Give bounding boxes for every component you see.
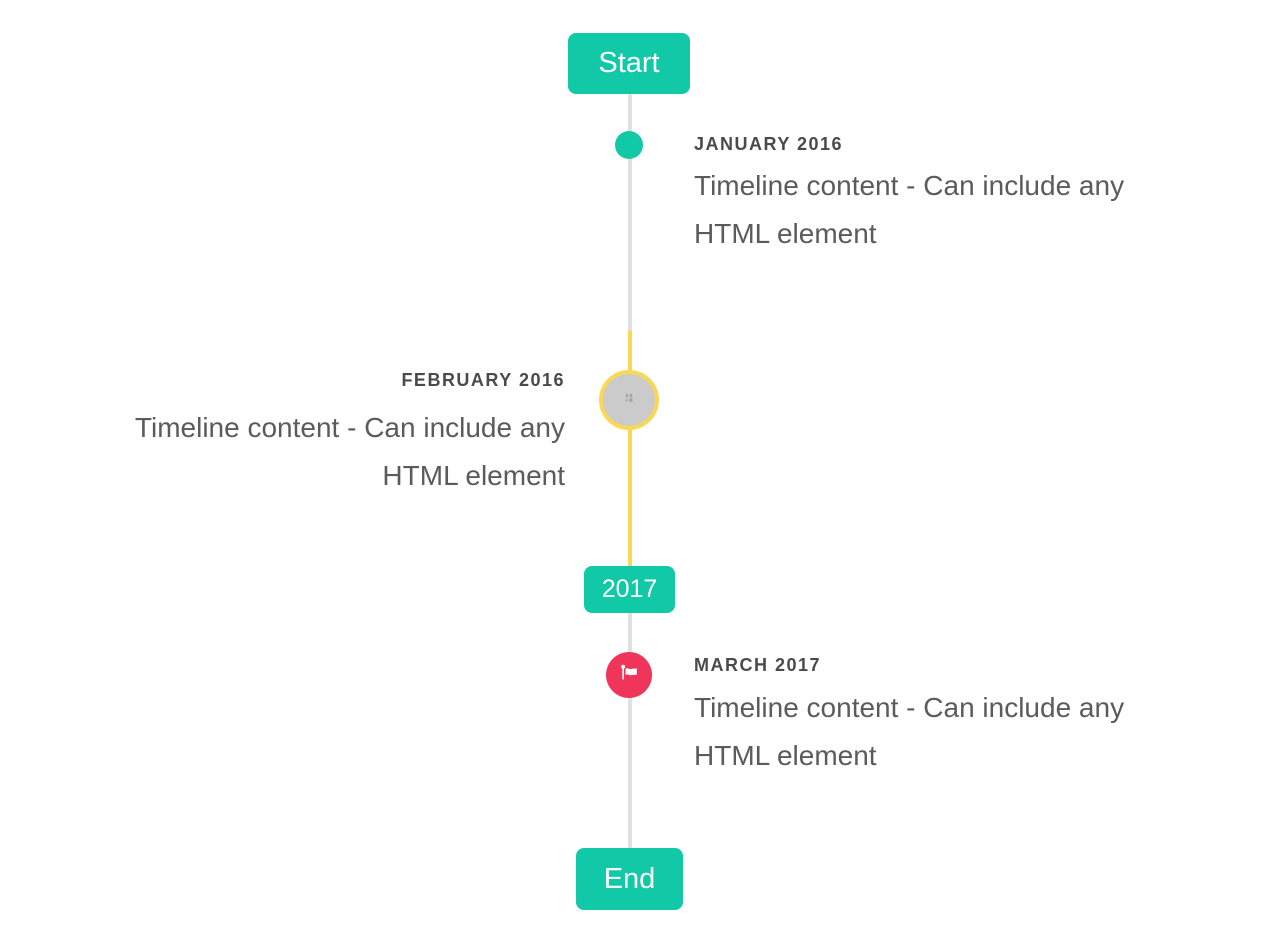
broken-image-icon: [622, 391, 636, 410]
timeline-line-highlight: [628, 330, 632, 566]
timeline-start-button[interactable]: Start: [568, 33, 690, 94]
marker-flag-march: [606, 652, 652, 698]
item-content-march: Timeline content - Can include any HTML …: [694, 692, 1125, 771]
marker-dot-january: [615, 131, 643, 159]
item-title-march: MARCH 2017: [694, 655, 822, 675]
item-title-february: FEBRUARY 2016: [401, 370, 565, 390]
timeline-year-badge[interactable]: 2017: [584, 566, 675, 613]
item-content-february: Timeline content - Can include any HTML …: [134, 412, 565, 491]
item-title-january: JANUARY 2016: [694, 134, 844, 154]
timeline-end-button[interactable]: End: [576, 848, 683, 910]
flag-icon: [618, 662, 640, 689]
item-content-january: Timeline content - Can include any HTML …: [694, 170, 1125, 249]
marker-circle-february: [599, 370, 659, 430]
